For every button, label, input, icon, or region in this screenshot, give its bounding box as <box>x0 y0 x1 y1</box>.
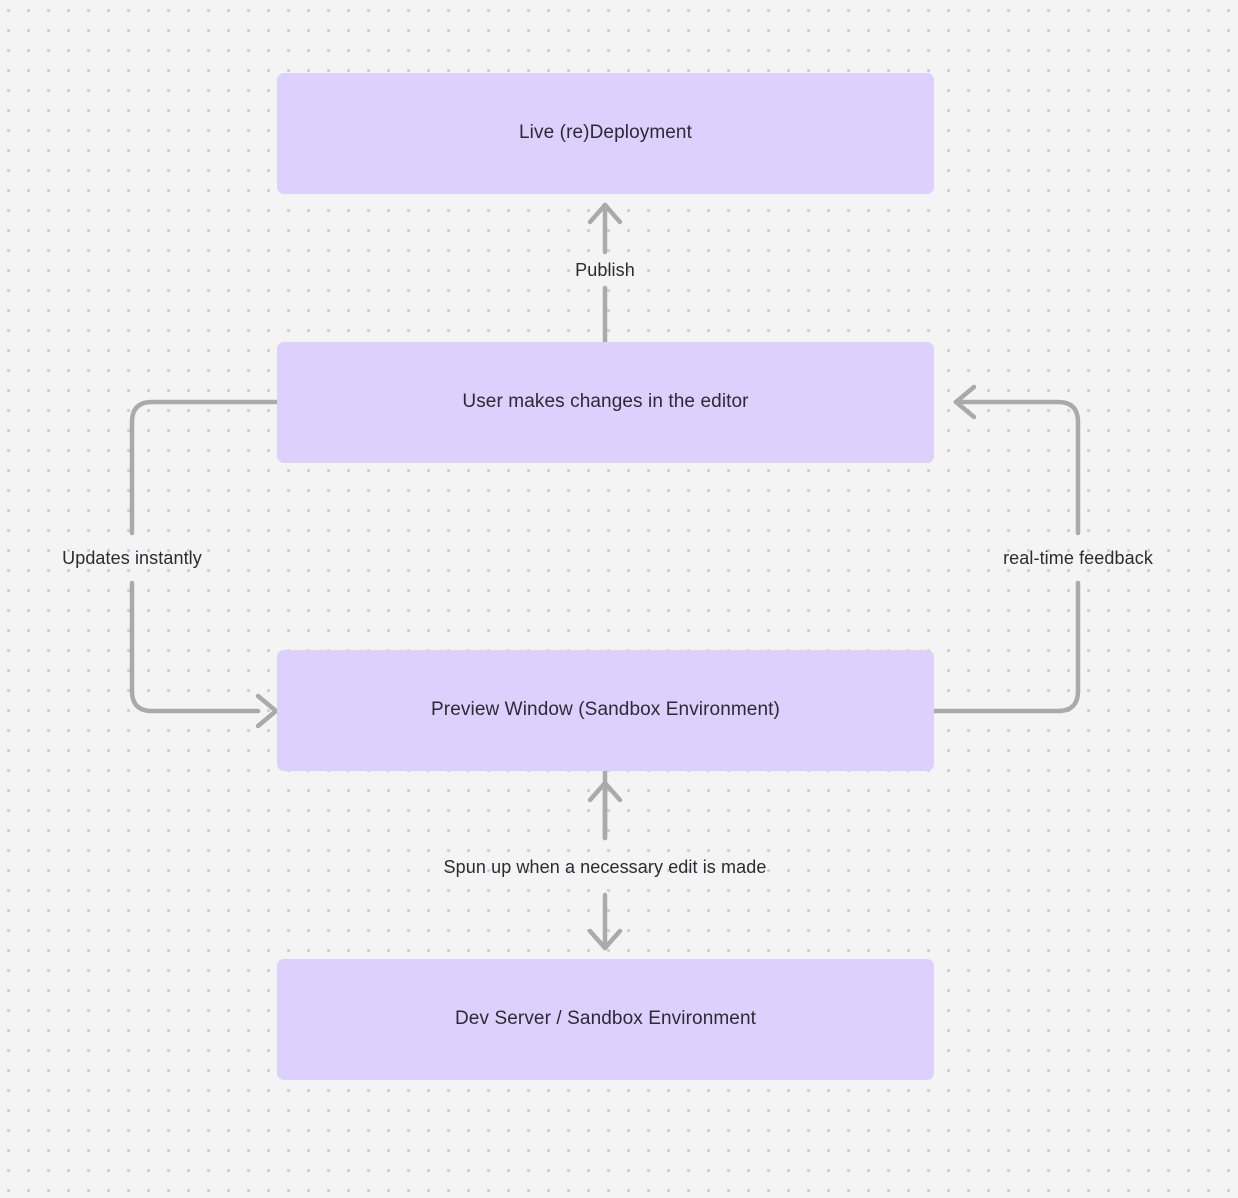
node-label: Live (re)Deployment <box>519 122 692 144</box>
node-label: Preview Window (Sandbox Environment) <box>431 699 780 721</box>
node-user-edits[interactable]: User makes changes in the editor <box>277 342 934 463</box>
edge-label-real-time-feedback: real-time feedback <box>1003 548 1153 568</box>
edge-label-publish: Publish <box>575 260 635 280</box>
node-preview-window[interactable]: Preview Window (Sandbox Environment) <box>277 650 934 771</box>
edge-label-updates-instantly: Updates instantly <box>62 548 202 568</box>
node-live-deployment[interactable]: Live (re)Deployment <box>277 73 934 194</box>
node-label: User makes changes in the editor <box>462 391 749 413</box>
node-dev-server[interactable]: Dev Server / Sandbox Environment <box>277 959 934 1080</box>
edge-label-spun-up: Spun up when a necessary edit is made <box>443 857 767 877</box>
node-label: Dev Server / Sandbox Environment <box>454 1008 756 1030</box>
